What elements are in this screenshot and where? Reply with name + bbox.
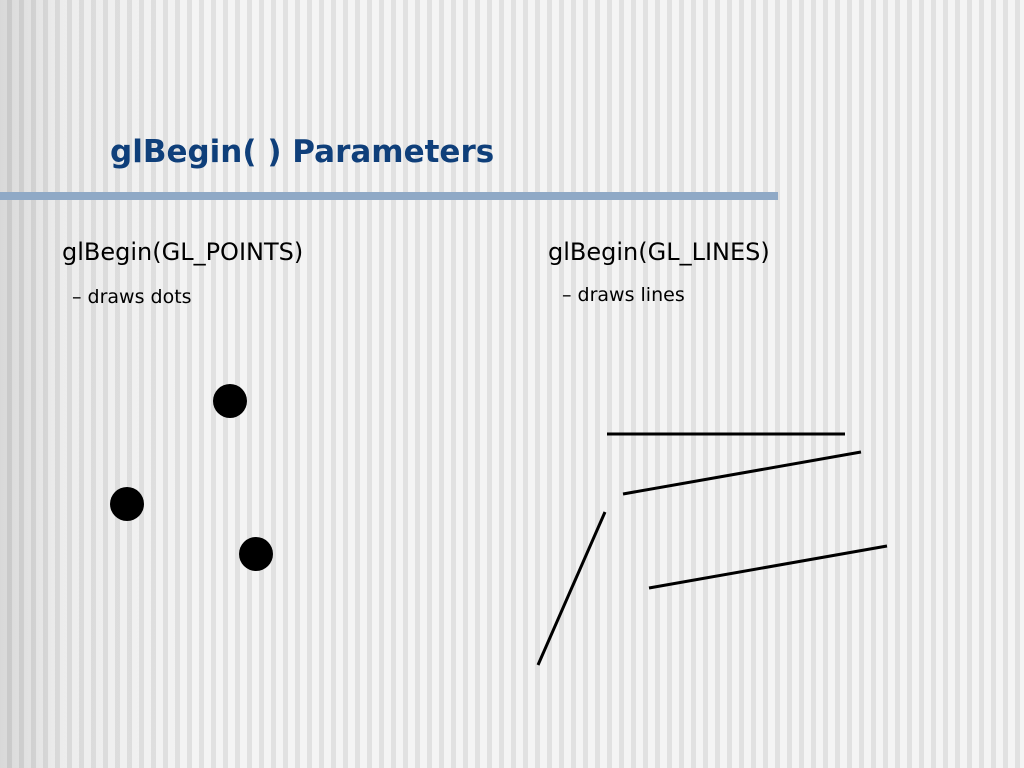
line-upper-slant bbox=[622, 450, 862, 496]
title-divider bbox=[0, 192, 778, 200]
slide-title: glBegin( ) Parameters bbox=[110, 134, 495, 170]
dot-left bbox=[110, 487, 144, 521]
lines-heading: glBegin(GL_LINES) bbox=[548, 238, 770, 266]
points-heading: glBegin(GL_POINTS) bbox=[62, 238, 304, 266]
points-illustration bbox=[110, 384, 273, 571]
line-steep bbox=[536, 511, 607, 666]
line-lower-slant bbox=[648, 544, 888, 590]
lines-description: – draws lines bbox=[562, 284, 685, 306]
points-description: – draws dots bbox=[72, 286, 192, 308]
lines-illustration bbox=[536, 432, 888, 666]
dot-bottom bbox=[239, 537, 273, 571]
dot-top bbox=[213, 384, 247, 418]
